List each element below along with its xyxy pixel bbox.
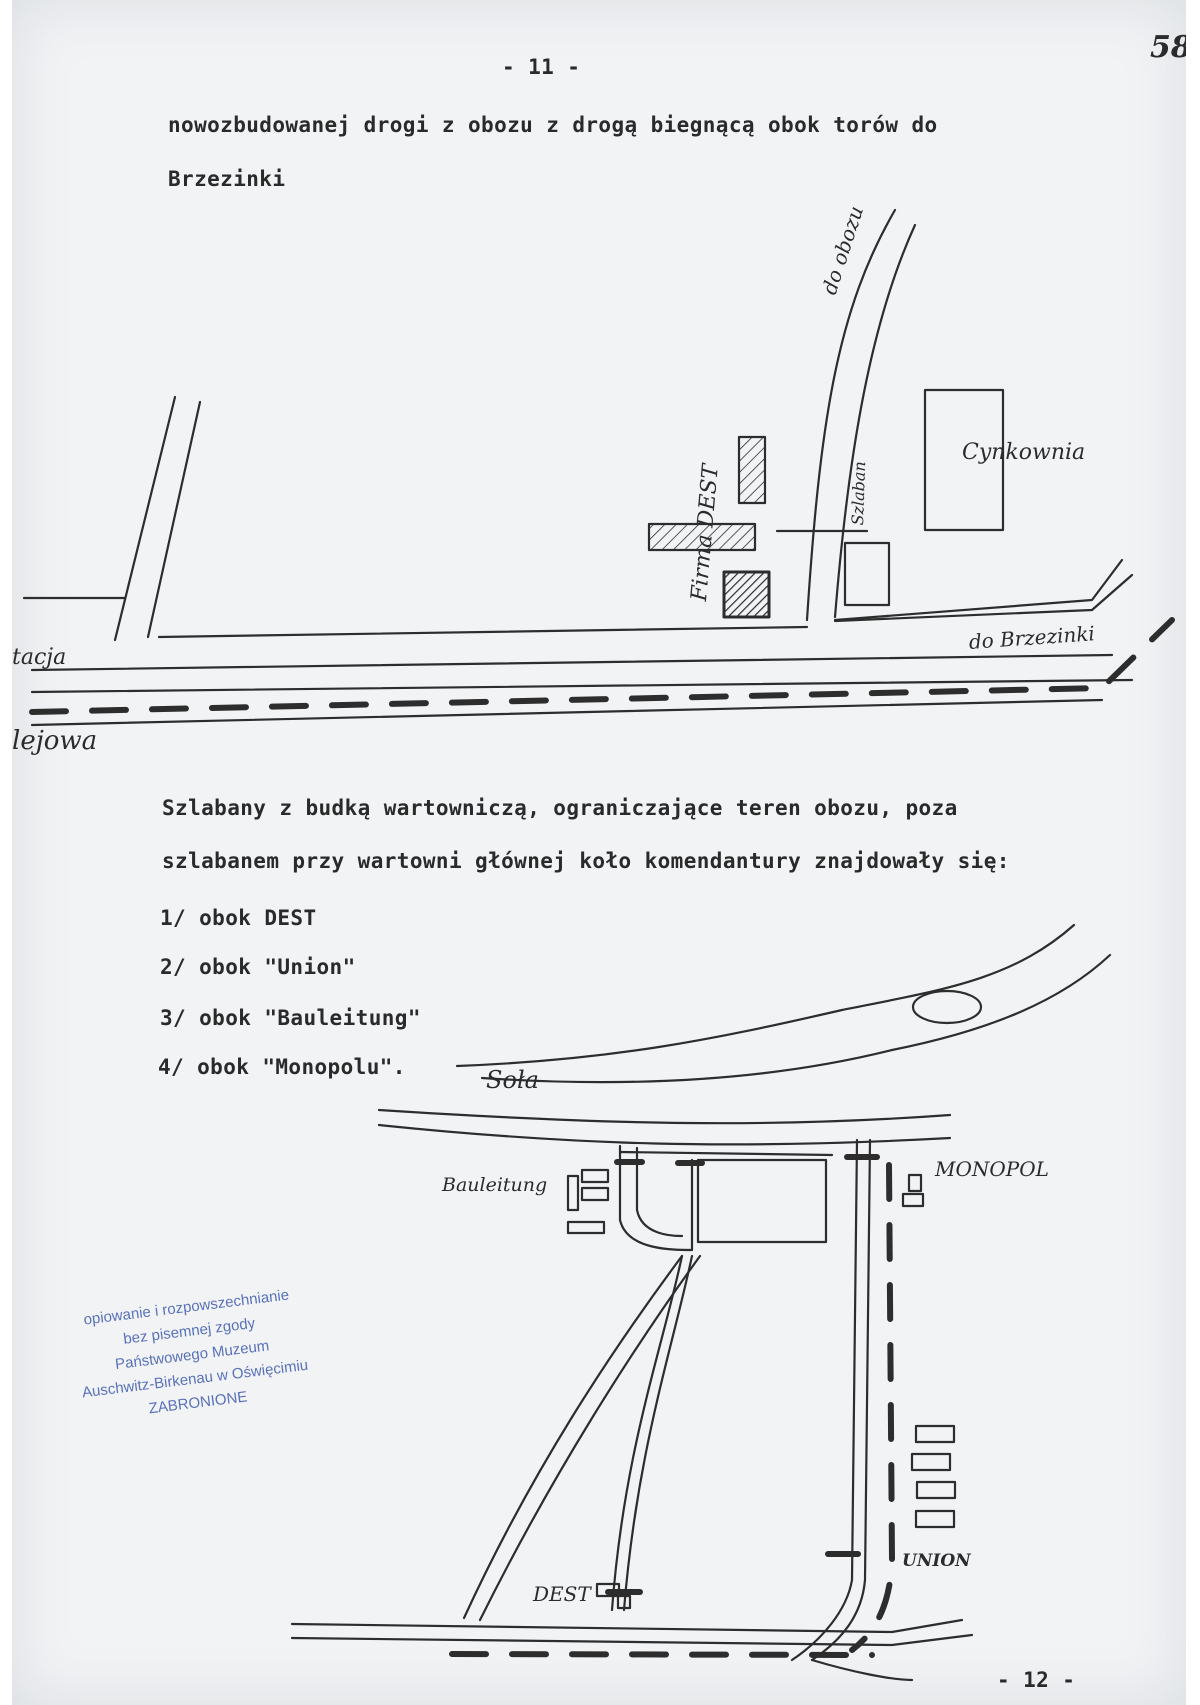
river-island: [911, 989, 983, 1025]
label-union: UNION: [902, 1551, 971, 1571]
left-road-edge: [146, 400, 202, 639]
page-number-bottom: - 12 -: [997, 1668, 1076, 1692]
river-bank-lower: [480, 953, 1112, 1084]
bauleitung-building-3: [566, 1174, 580, 1212]
road-to-camp: [805, 208, 897, 622]
bottom-road-branch: [810, 1658, 914, 1682]
label-bauleitung: Bauleitung: [442, 1174, 548, 1196]
label-szlaban: Szlaban: [848, 460, 870, 526]
bottom-road-upper: [290, 1618, 964, 1634]
dest-building-1: [737, 435, 767, 505]
label-stacja-partial: tacja: [12, 645, 67, 670]
diagonal-road-2-edge: [610, 1254, 684, 1612]
intro-text-line-2: Brzezinki: [168, 167, 286, 191]
dest-small-building: [595, 1582, 621, 1598]
top-map-sketch: [22, 208, 1175, 727]
bauleitung-building-1: [580, 1168, 610, 1184]
main-road-branch: [833, 558, 1124, 622]
barriers-text-line-2: szlabanem przy wartowni głównej koło kom…: [162, 849, 1010, 873]
bauleitung-building-4: [566, 1220, 606, 1235]
railway-bottom-horizontal: [449, 1651, 875, 1658]
small-building: [843, 541, 891, 607]
union-building-1: [914, 1424, 956, 1444]
handwritten-page-number: 58: [1150, 30, 1186, 65]
bottom-road-lower: [290, 1633, 974, 1647]
main-road-upper-right: [833, 573, 1134, 623]
main-road-lower: [30, 653, 1114, 672]
union-building-3: [915, 1480, 957, 1500]
dest-building-3: [722, 570, 771, 619]
dest-building-2: [647, 522, 757, 552]
camp-road-left: [618, 1144, 694, 1252]
vertical-road-edge: [810, 1138, 872, 1662]
diagonal-road-1-edge: [478, 1254, 702, 1622]
document-page: - 11 - 58 nowozbudowanej drogi z obozu z…: [12, 0, 1186, 1705]
label-cynkownia: Cynkownia: [962, 440, 1086, 465]
railway-edge-top: [30, 698, 1104, 727]
union-building-2: [910, 1452, 952, 1472]
main-road-lower-2: [30, 678, 1134, 694]
diagonal-road-2: [622, 1254, 694, 1612]
left-road: [113, 395, 177, 642]
cynkownia-building: [923, 388, 1005, 532]
diagonal-road-1: [462, 1254, 684, 1620]
page-number-top: - 11 -: [502, 55, 581, 79]
main-road-upper: [157, 625, 809, 639]
museum-copyright-stamp: opiowanie i rozpowszechnianie bez pisemn…: [72, 1282, 313, 1429]
label-kolejowa-partial: lejowa: [12, 726, 98, 756]
monopol-building-1: [907, 1173, 923, 1193]
vertical-road: [790, 1138, 859, 1662]
label-sola: Soła: [486, 1066, 539, 1094]
barrier-list-item-2: 2/ obok "Union": [160, 955, 356, 979]
camp-top-connector: [618, 1150, 834, 1157]
monopol-building-2: [901, 1192, 925, 1208]
intro-text-line-1: nowozbudowanej drogi z obozu z drogą bie…: [168, 113, 938, 137]
union-building-4: [914, 1509, 956, 1529]
dest-small-building-2: [616, 1594, 632, 1610]
label-monopol: MONOPOL: [935, 1157, 1049, 1181]
barrier-list-item-1: 1/ obok DEST: [160, 906, 317, 930]
barrier-list-item-3: 3/ obok "Bauleitung": [160, 1006, 421, 1030]
river-road-upper: [377, 1108, 952, 1125]
barrier-list-item-4: 4/ obok "Monopolu".: [158, 1055, 406, 1079]
railway-bottom: [849, 1162, 895, 1653]
river-bank-upper: [455, 923, 1076, 1068]
camp-road-inner: [635, 1146, 684, 1238]
river-road-lower: [377, 1123, 952, 1146]
camp-block: [696, 1158, 828, 1244]
label-dest: DEST: [533, 1582, 591, 1606]
road-to-camp-edge: [833, 223, 917, 619]
bauleitung-building-2: [580, 1186, 610, 1202]
barriers-text-line-1: Szlabany z budką wartowniczą, ograniczaj…: [162, 796, 958, 820]
